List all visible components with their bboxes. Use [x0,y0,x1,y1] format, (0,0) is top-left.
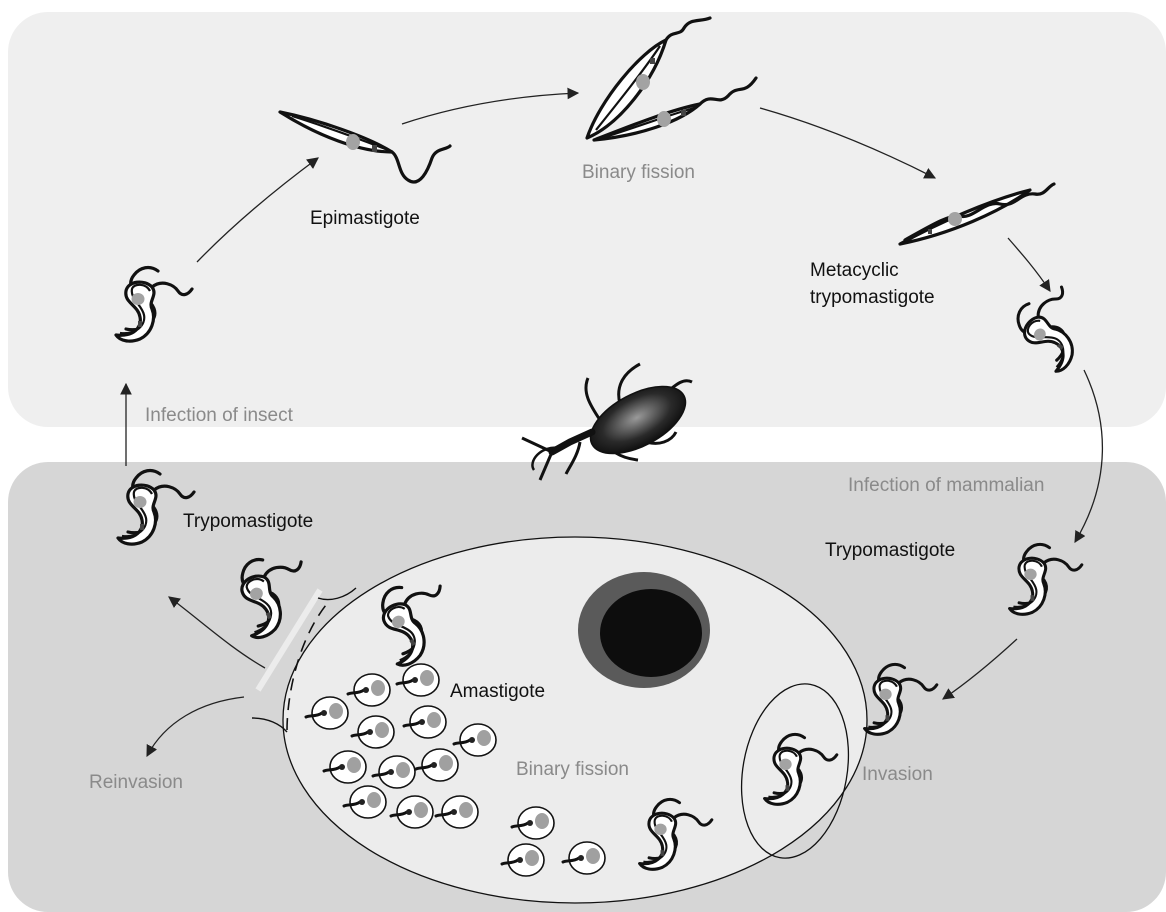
insect-stage-panel [8,12,1166,427]
label-binary-fission-cell: Binary fission [516,759,629,780]
label-metacyclic-line2: trypomastigote [810,287,935,308]
label-binary-fission-insect: Binary fission [582,162,695,183]
label-reinvasion: Reinvasion [89,772,183,793]
label-infection-of-insect: Infection of insect [145,405,294,426]
label-metacyclic-line1: Metacyclic [810,260,899,281]
label-epimastigote: Epimastigote [310,208,420,229]
label-invasion: Invasion [862,764,933,785]
label-amastigote: Amastigote [450,681,545,702]
label-trypomastigote-right: Trypomastigote [825,540,955,561]
label-infection-of-mammalian: Infection of mammalian [848,475,1044,496]
cell-nucleus [578,572,710,688]
label-trypomastigote-left: Trypomastigote [183,511,313,532]
